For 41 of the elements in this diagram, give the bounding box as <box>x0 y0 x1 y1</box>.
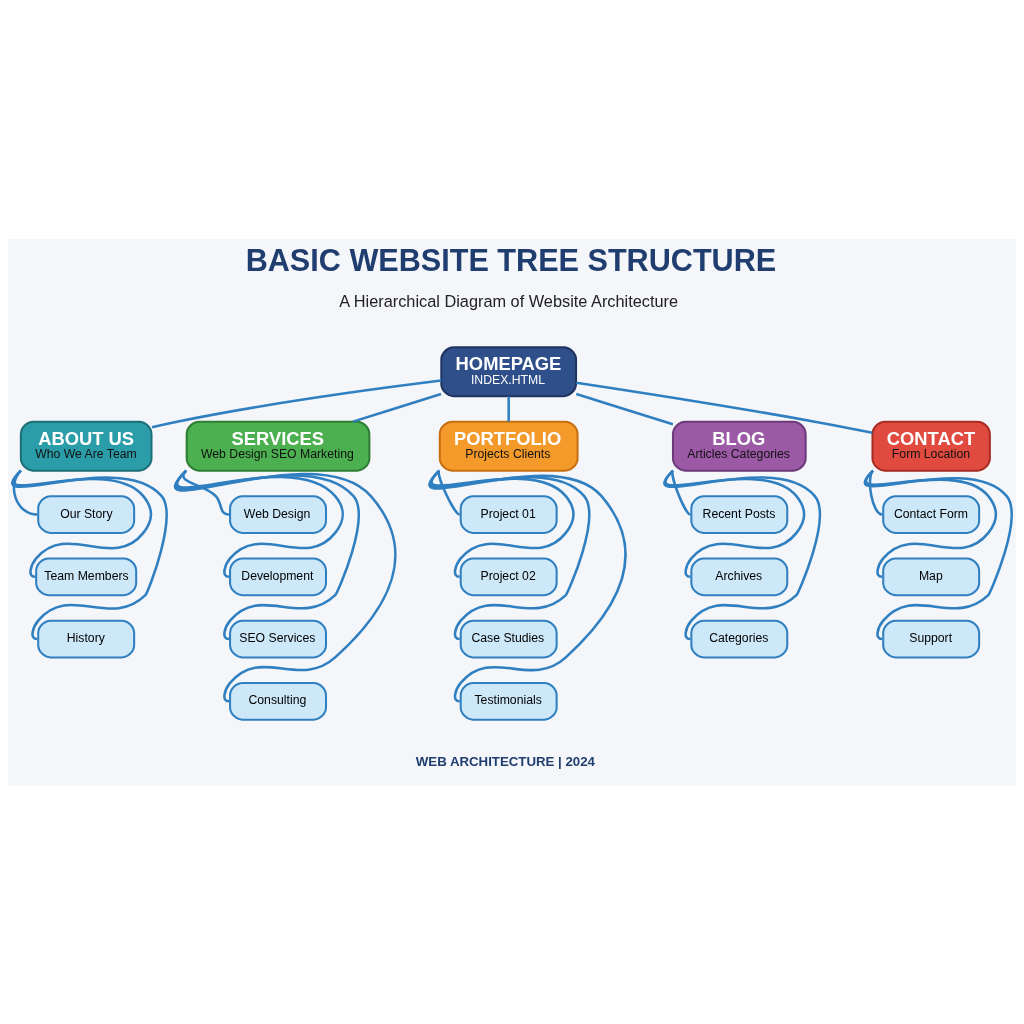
connector <box>664 469 806 578</box>
node-box: CONTACT Form Location <box>871 420 991 472</box>
label: A Hierarchical Diagram of Website Architecture <box>339 291 679 310</box>
connector <box>437 470 461 516</box>
connector <box>576 380 873 434</box>
node-box: Support <box>882 619 981 658</box>
node-box: Team Members <box>35 556 138 596</box>
node-box: Development <box>229 556 327 596</box>
node-box: BLOG Articles Categories <box>671 420 807 472</box>
connector <box>430 469 591 640</box>
node-box: SERVICES Web Design SEO Marketing <box>185 420 371 472</box>
node-box: Categories <box>690 619 789 658</box>
connector <box>507 395 510 422</box>
node-box: Recent Posts <box>690 494 789 534</box>
node-box: Consulting <box>229 681 327 721</box>
connector <box>664 469 821 640</box>
diagram-title: BASIC WEBSITE TREE STRUCTURE <box>245 242 777 277</box>
connector <box>575 392 674 425</box>
node-box: Case Studies <box>459 619 558 658</box>
connector <box>864 469 1013 640</box>
connector <box>352 392 442 423</box>
connector <box>430 469 575 578</box>
connector <box>12 469 168 640</box>
connector <box>151 378 442 428</box>
connector <box>175 469 397 702</box>
label: WEB ARCHITECTURE | 2024 <box>415 753 595 769</box>
node-box: ABOUT US Who We Are Team <box>19 420 153 472</box>
node-box: HOMEPAGE INDEX.HTML <box>440 345 578 397</box>
node-box: SEO Services <box>229 619 327 658</box>
node-box: History <box>37 619 136 658</box>
node-box: PORTFOLIO Projects Clients <box>438 420 579 472</box>
node-box: Project 01 <box>459 494 558 534</box>
node-box: Web Design <box>229 494 327 534</box>
node-box: Our Story <box>37 494 136 534</box>
connector <box>671 469 692 516</box>
node-box: Testimonials <box>459 681 558 721</box>
node-box: Project 02 <box>459 556 558 596</box>
connector <box>429 469 627 702</box>
node-box: Contact Form <box>882 494 981 534</box>
node-box: Map <box>882 556 981 596</box>
node-box: Archives <box>690 556 789 596</box>
